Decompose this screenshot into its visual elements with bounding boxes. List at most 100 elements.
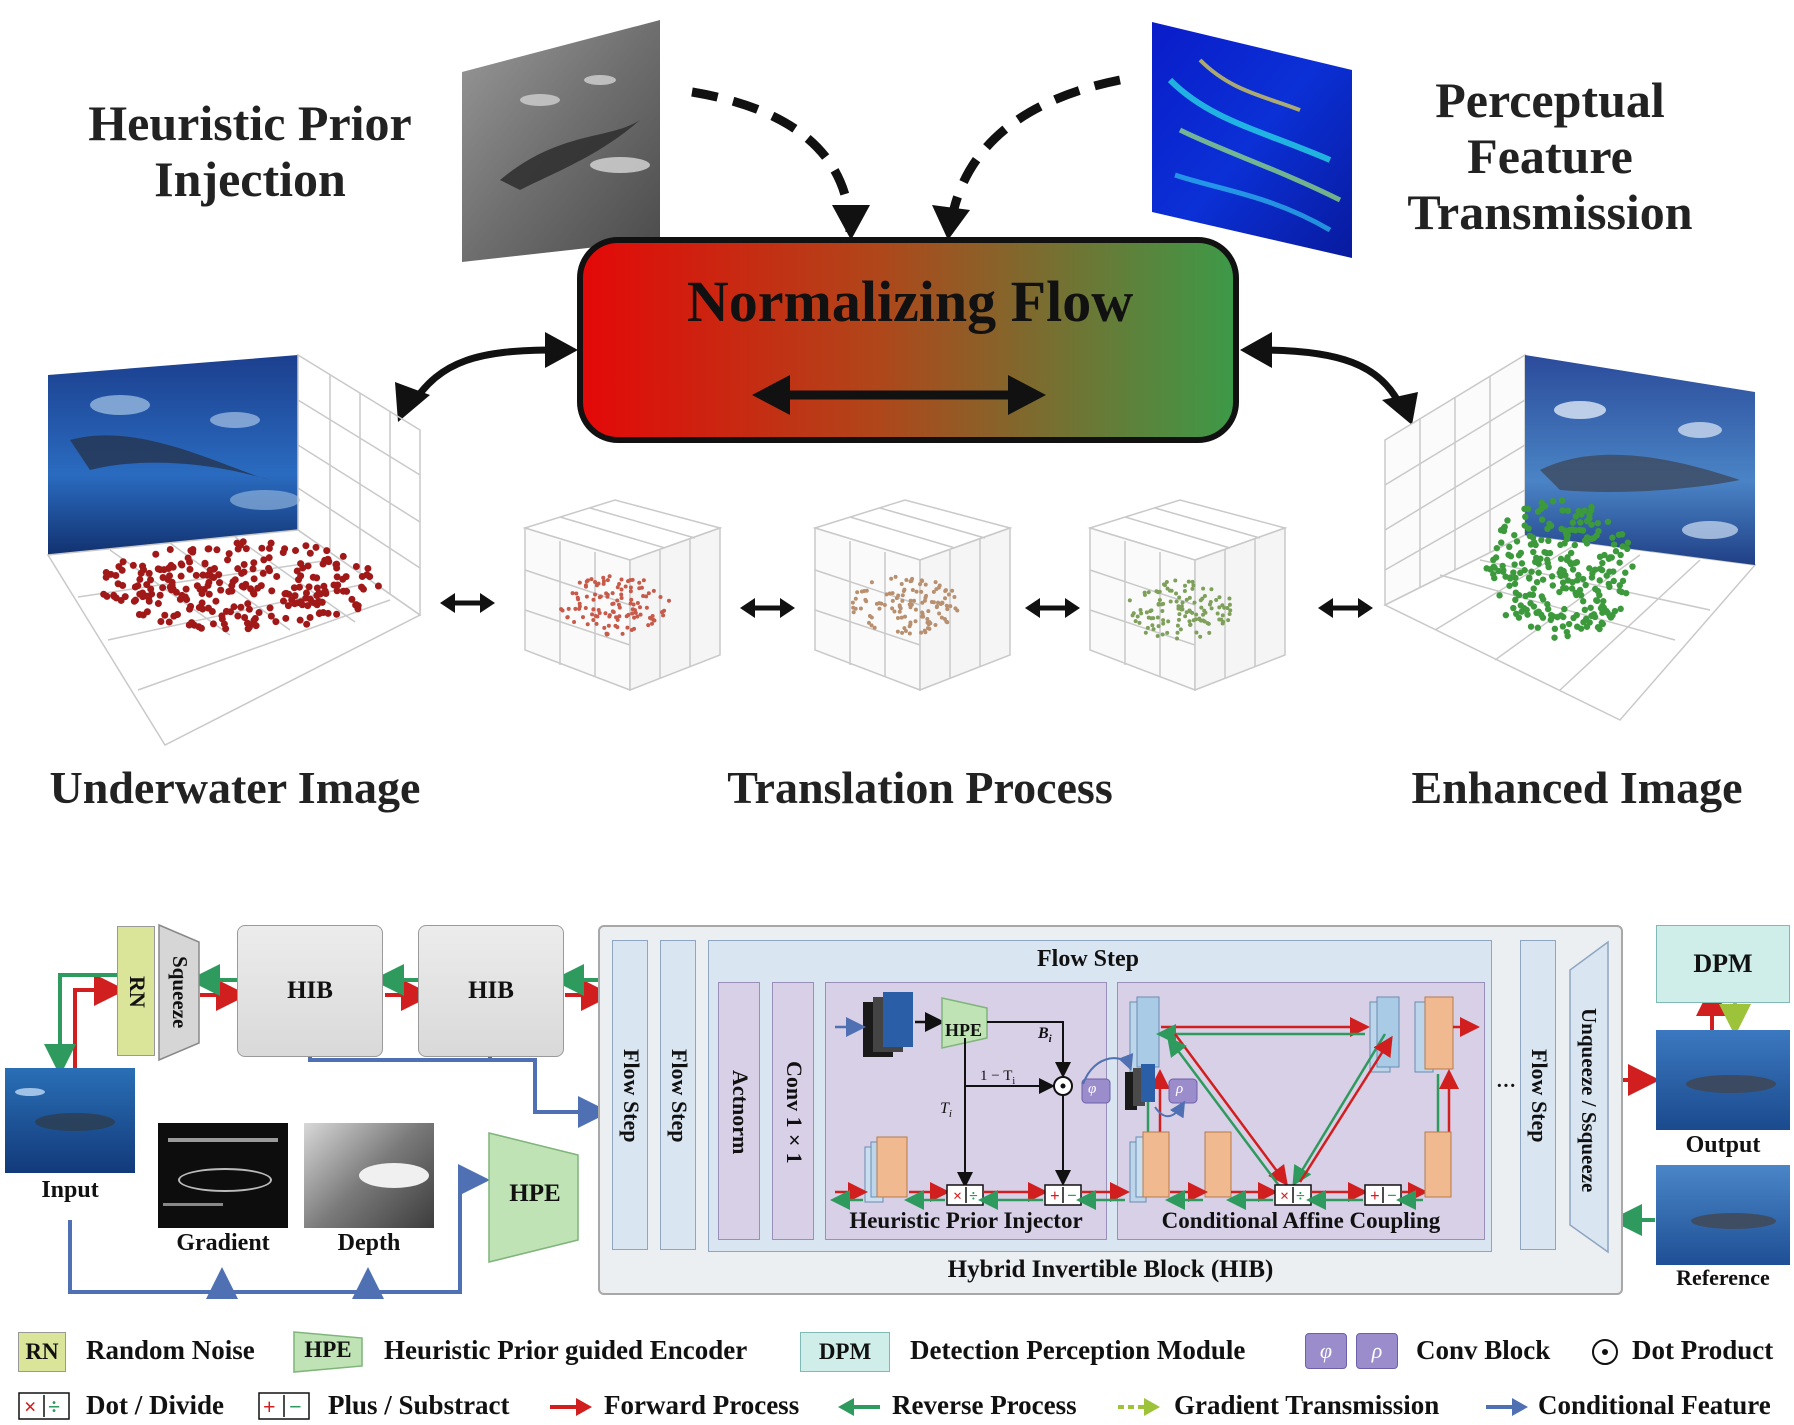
scatter-point-red <box>121 593 129 601</box>
scatter-point-green <box>1569 566 1577 573</box>
b-i-text: B <box>1038 1025 1049 1042</box>
scatter-point-green <box>1534 624 1542 631</box>
flow-step-title: Flow Step <box>1037 946 1139 972</box>
scatter-point-coral <box>591 607 596 612</box>
scatter-point-olive <box>1226 618 1231 623</box>
scatter-point-red <box>312 543 320 551</box>
scatter-point-red <box>333 610 341 618</box>
legend-dpm-badge: DPM <box>800 1332 890 1372</box>
legend-dpm-text: Detection Perception Module <box>910 1335 1246 1365</box>
legend-dot-divide-icon: × ÷ <box>18 1392 70 1420</box>
scatter-point-green <box>1498 539 1505 546</box>
scatter-point-green <box>1539 576 1547 583</box>
scatter-point-red <box>267 612 275 620</box>
scatter-point-green <box>1606 568 1613 575</box>
scatter-point-green <box>1578 592 1585 599</box>
t-i-subscript: i <box>948 1108 952 1121</box>
scatter-point-tan <box>920 611 925 616</box>
scatter-point-green <box>1530 585 1537 592</box>
scatter-point-tan <box>910 576 915 581</box>
heuristic-prior-injector-label: Heuristic Prior Injector <box>849 1208 1083 1233</box>
scatter-point-tan <box>952 594 957 599</box>
scatter-point-red <box>245 605 253 613</box>
scatter-point-coral <box>583 606 588 611</box>
scatter-point-tan <box>926 609 931 614</box>
conv1x1-block: Conv 1×1 <box>772 982 814 1240</box>
scatter-point-green <box>1599 559 1606 567</box>
scatter-point-red <box>230 603 238 611</box>
scatter-point-green <box>1616 559 1623 566</box>
scatter-point-green <box>1493 544 1501 552</box>
scatter-point-red <box>330 581 338 589</box>
scatter-point-green <box>1527 623 1535 630</box>
scatter-point-olive <box>1142 592 1147 597</box>
scatter-point-red <box>130 597 138 605</box>
scatter-point-tan <box>919 589 924 594</box>
scatter-point-green <box>1576 526 1584 534</box>
scatter-point-olive <box>1131 611 1136 616</box>
scatter-point-red <box>297 572 305 580</box>
scatter-point-tan <box>920 578 925 583</box>
scatter-point-green <box>1520 605 1528 612</box>
scatter-point-coral <box>584 594 589 599</box>
scatter-point-tan <box>913 619 918 624</box>
scatter-point-red <box>217 586 225 594</box>
scatter-point-red <box>265 544 273 552</box>
scatter-point-coral <box>638 605 643 610</box>
scatter-point-red <box>154 600 162 608</box>
scatter-point-green <box>1583 534 1591 541</box>
dpm-label: DPM <box>1693 949 1753 978</box>
scatter-point-tan <box>931 589 936 594</box>
scatter-point-red <box>244 600 252 608</box>
scatter-point-olive <box>1159 602 1164 607</box>
scatter-point-olive <box>1176 604 1181 609</box>
scatter-point-tan <box>904 577 909 582</box>
scatter-point-olive <box>1201 586 1206 591</box>
legend-forward-text: Forward Process <box>604 1390 800 1420</box>
scatter-point-olive <box>1160 632 1165 637</box>
scatter-point-green <box>1559 623 1567 630</box>
scatter-point-coral <box>617 614 622 619</box>
scatter-point-green <box>1513 538 1521 545</box>
scatter-point-coral <box>594 583 599 588</box>
scatter-point-green <box>1510 569 1517 576</box>
scatter-point-green <box>1538 536 1545 544</box>
scatter-point-tan <box>895 616 900 621</box>
squeeze-label: Squeeze <box>168 956 192 1029</box>
scatter-point-tan <box>940 601 945 606</box>
scatter-point-tan <box>908 605 913 610</box>
scatter-point-red <box>140 566 148 574</box>
heuristic-prior-title-line2: Injection <box>154 151 346 207</box>
scatter-point-green <box>1588 612 1595 620</box>
scatter-point-red <box>205 578 213 586</box>
scatter-point-coral <box>630 607 635 612</box>
scatter-point-coral <box>576 597 581 602</box>
scatter-point-tan <box>897 609 902 614</box>
scatter-point-olive <box>1177 612 1182 617</box>
scatter-point-red <box>242 545 250 553</box>
scatter-point-olive <box>1155 633 1160 638</box>
scatter-point-coral <box>606 623 611 628</box>
scatter-point-red <box>209 620 217 628</box>
scatter-point-green <box>1492 554 1500 561</box>
scatter-point-olive <box>1222 605 1227 610</box>
scatter-point-green <box>1575 571 1582 579</box>
scatter-point-red <box>185 621 193 629</box>
scatter-point-green <box>1596 591 1603 599</box>
legend-dotdiv-text: Dot / Divide <box>86 1390 224 1420</box>
scatter-point-tan <box>924 593 929 598</box>
scatter-point-coral <box>573 606 578 611</box>
rn-label: RN <box>125 976 150 1008</box>
rho-label: ρ <box>1176 1081 1184 1097</box>
scatter-point-coral <box>623 584 628 589</box>
one-minus-text: 1 − T <box>980 1068 1013 1084</box>
output-image <box>1656 1030 1790 1130</box>
scatter-point-coral <box>610 591 615 596</box>
scatter-point-coral <box>559 607 564 612</box>
scatter-point-green <box>1559 507 1566 514</box>
svg-text:÷: ÷ <box>969 1188 978 1205</box>
scatter-point-green <box>1610 541 1618 548</box>
scatter-point-tan <box>882 602 887 607</box>
scatter-point-red <box>222 625 230 633</box>
scatter-point-tan <box>907 631 912 636</box>
